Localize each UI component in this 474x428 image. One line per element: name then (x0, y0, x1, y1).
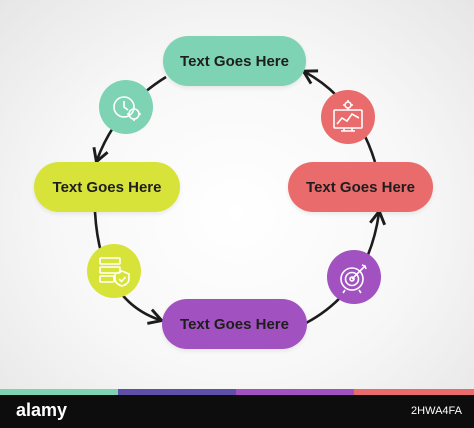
step-1-icon-circle (99, 80, 153, 134)
step-3-icon-circle (327, 250, 381, 304)
watermark-bar (0, 395, 474, 428)
footer-stripe-segment-2 (118, 389, 236, 395)
step-2-pill: Text Goes Here (34, 162, 180, 212)
step-2-icon-circle (87, 244, 141, 298)
target-arrow-icon (340, 264, 367, 294)
step-4-pill: Text Goes Here (288, 162, 433, 212)
step-4-icon-circle (321, 90, 375, 144)
image-code: 2HWA4FA (411, 405, 462, 417)
step-1-label: Text Goes Here (180, 52, 289, 70)
step-4-label: Text Goes Here (306, 178, 415, 196)
footer-stripe-segment-1 (0, 389, 118, 395)
footer-stripe-segment-4 (354, 389, 474, 395)
server-shield-icon (99, 257, 130, 287)
footer-stripe-segment-3 (236, 389, 354, 395)
alamy-logo: alamy (16, 400, 68, 420)
step-3-pill: Text Goes Here (162, 299, 307, 349)
step-1-pill: Text Goes Here (163, 36, 306, 86)
step-2-label: Text Goes Here (52, 178, 162, 196)
monitor-chart-gear-icon (333, 100, 363, 132)
step-3-label: Text Goes Here (180, 315, 289, 333)
clock-gear-icon (113, 96, 141, 121)
